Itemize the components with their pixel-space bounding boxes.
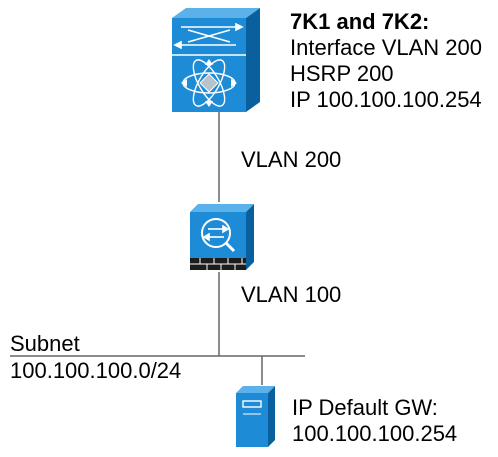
subnet-value: 100.100.100.0/24 [10, 358, 182, 383]
switch-interface-line: Interface VLAN 200 [290, 35, 483, 60]
vlan-100-label: VLAN 100 [241, 282, 342, 307]
server-gateway-value: 100.100.100.254 [292, 421, 458, 446]
nexus-switch-icon [172, 8, 260, 112]
switch-hsrp-line: HSRP 200 [290, 61, 394, 86]
switch-pair-title: 7K1 and 7K2: [290, 9, 430, 34]
vlan-200-label: VLAN 200 [241, 147, 342, 172]
switch-ip-line: IP 100.100.100.254 [290, 87, 482, 112]
subnet-label: Subnet [10, 331, 80, 356]
firewall-icon [190, 204, 254, 270]
server-gateway-label: IP Default GW: [292, 395, 438, 420]
connection-lines [10, 112, 305, 385]
server-icon [236, 386, 275, 447]
